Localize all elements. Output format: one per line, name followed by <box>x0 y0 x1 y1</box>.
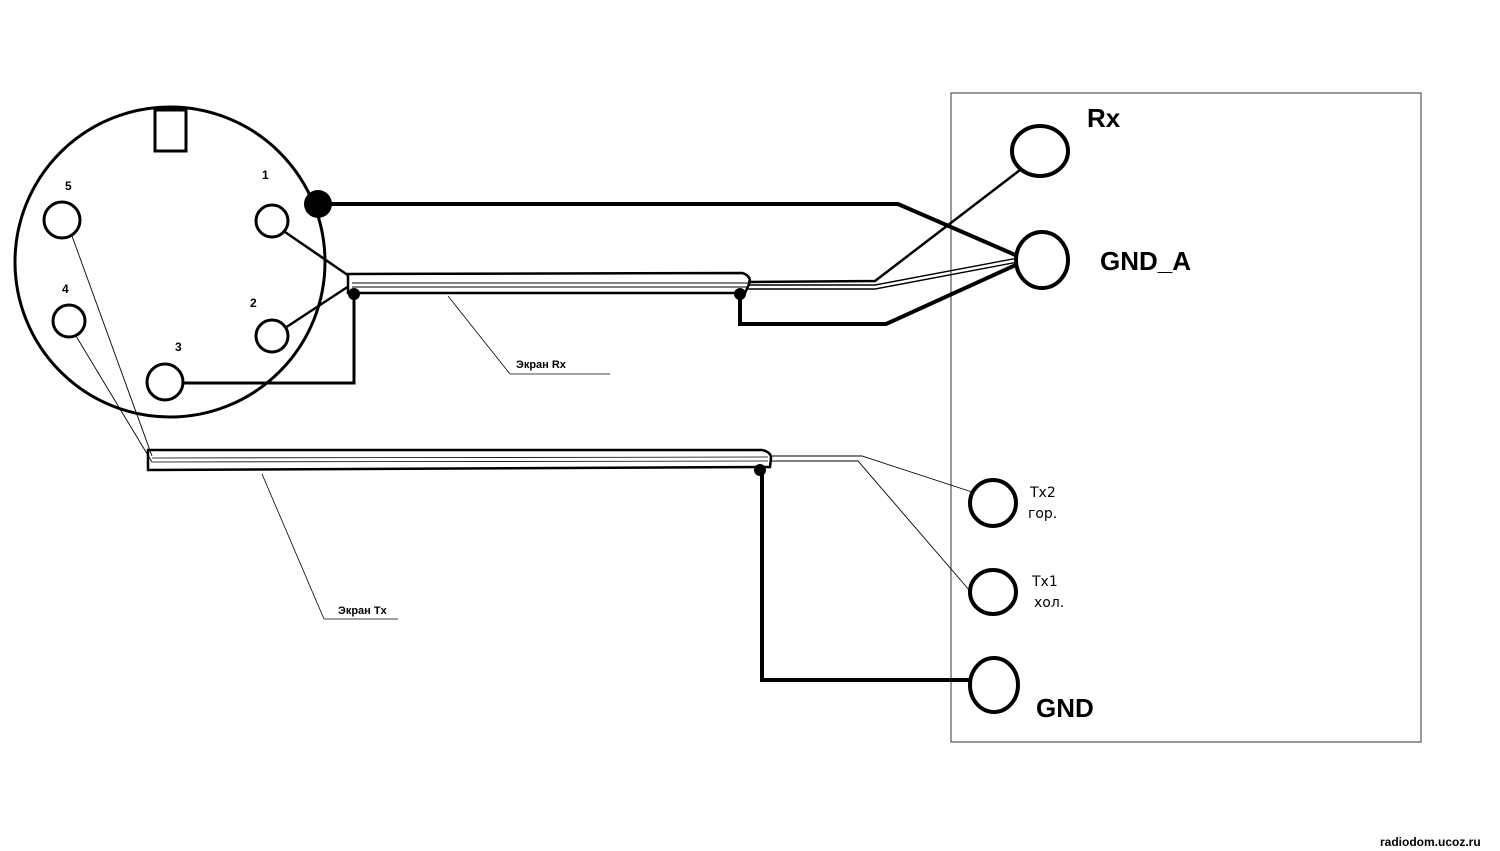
wire-pin3-to-rx-shield <box>183 294 356 385</box>
terminal-rx <box>1010 124 1070 178</box>
din-connector-key <box>153 108 188 153</box>
pin-label-1: 1 <box>262 168 269 182</box>
din-pin-3 <box>145 362 185 402</box>
wire-rx-gnd-a-2 <box>748 261 1019 290</box>
terminal-label-rx: Rx <box>1087 103 1121 133</box>
wire-tx2 <box>770 455 973 493</box>
wire-pin5 <box>71 235 153 457</box>
rx-shield-pointer <box>447 295 511 375</box>
terminal-gnd <box>968 656 1020 714</box>
wire-rx-gnd-a-1 <box>748 257 1019 286</box>
terminal-label-tx2: Tx2 <box>1029 485 1056 501</box>
terminal-tx1 <box>968 568 1018 616</box>
wire-pin4 <box>75 335 153 463</box>
pin-label-2: 2 <box>250 296 257 310</box>
pin-label-4: 4 <box>62 282 69 296</box>
din-pin-2 <box>254 318 290 354</box>
terminal-label-tx2-sub: гор. <box>1028 506 1057 522</box>
device-box <box>950 92 1422 743</box>
wire-rx-signal <box>747 169 1021 284</box>
terminal-label-tx1: Tx1 <box>1031 574 1058 590</box>
rx-shield-cable <box>346 271 752 300</box>
din-connector-body <box>13 105 327 419</box>
terminal-tx2 <box>968 478 1018 528</box>
wire-tx-shield-to-gnd <box>760 470 972 682</box>
din-pin-4 <box>51 303 87 339</box>
watermark: radiodom.ucoz.ru <box>1380 835 1481 849</box>
terminal-label-gnd-a: GND_A <box>1100 246 1191 276</box>
wire-tx1 <box>770 460 971 592</box>
tx-shield-cable <box>146 448 773 476</box>
pin-label-3: 3 <box>175 340 182 354</box>
terminal-gnd-a <box>1014 230 1070 290</box>
wire-case-to-gnd-a <box>304 190 1021 259</box>
tx-shield-pointer <box>261 473 325 620</box>
din-connector <box>13 105 327 419</box>
terminal-label-gnd: GND <box>1036 693 1094 723</box>
din-pin-1 <box>254 203 290 239</box>
rx-shield-label: Экран Rx <box>516 359 567 371</box>
din-pin-5 <box>42 200 82 240</box>
wire-rx-shield-to-gnd-a <box>738 262 1019 326</box>
terminal-label-tx1-sub: хол. <box>1034 595 1064 611</box>
wire-pin2 <box>284 282 353 330</box>
wire-pin1 <box>284 230 353 280</box>
tx-shield-label: Экран Tx <box>338 605 388 617</box>
pin-label-5: 5 <box>65 179 72 193</box>
